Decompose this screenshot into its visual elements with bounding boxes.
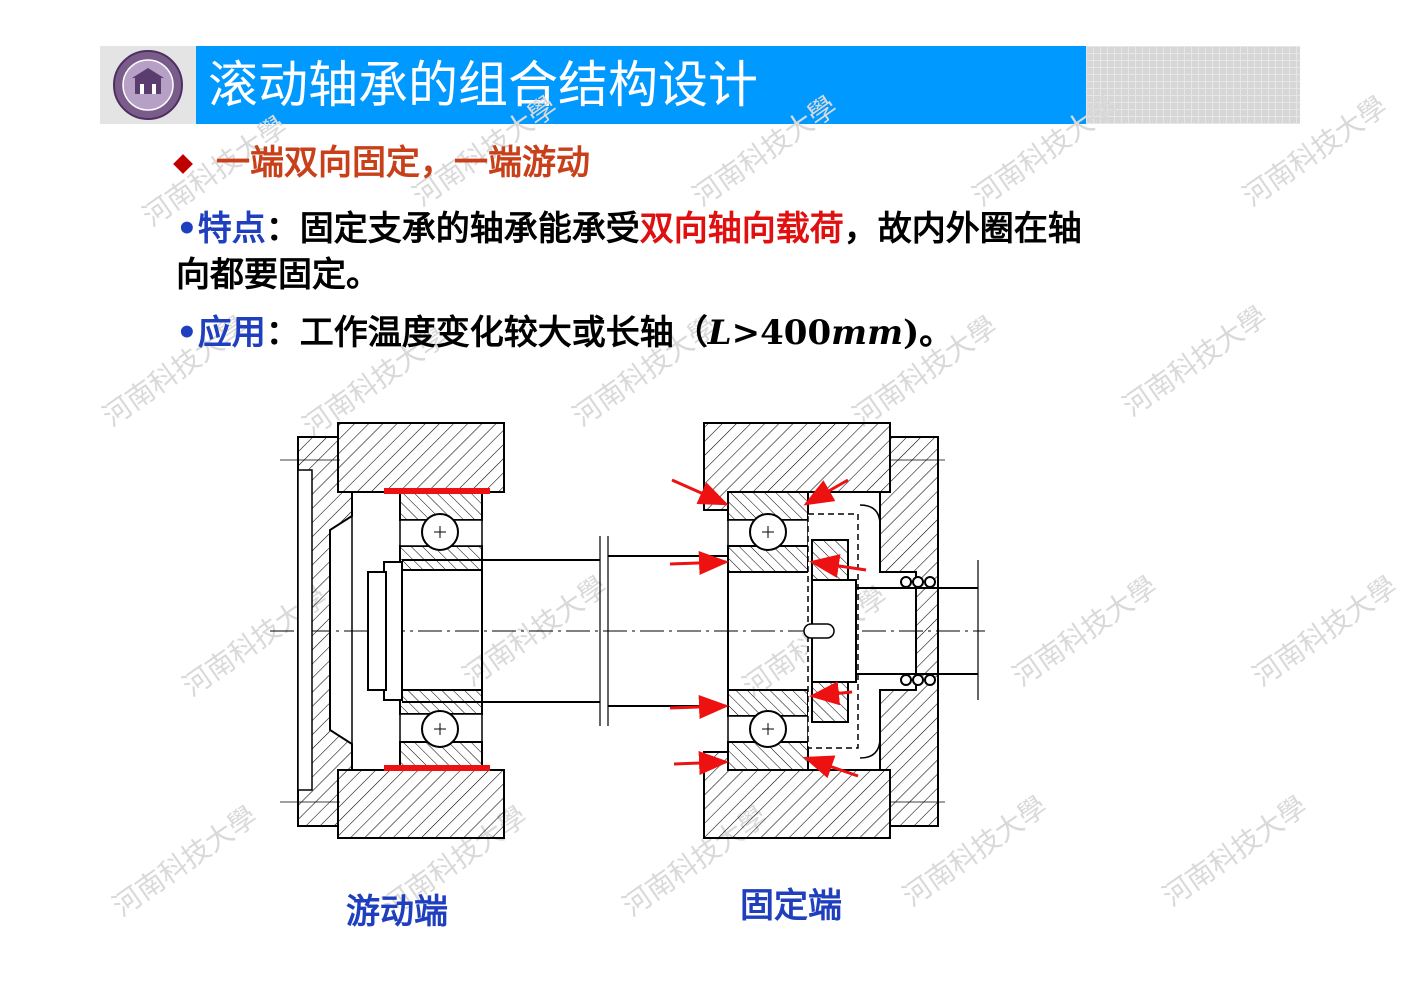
bullet-dot: •: [176, 313, 198, 353]
length-unit: mm: [831, 313, 904, 353]
floating-end-assembly: [297, 422, 505, 839]
application-paragraph: •应用：工作温度变化较大或长轴（L>400mm)。: [176, 310, 953, 356]
seal-ring: [900, 576, 936, 686]
section-heading: 一端双向固定，一端游动: [216, 143, 590, 183]
housing-bottom-left: [337, 769, 505, 839]
application-close: )。: [903, 313, 954, 353]
page-title: 滚动轴承的组合结构设计: [208, 56, 758, 114]
feature-paragraph: •特点：固定支承的轴承能承受双向轴向载荷，故内外圈在轴: [176, 206, 1082, 252]
bullet-dot: •: [176, 209, 198, 249]
feature-text-before: 固定支承的轴承能承受: [299, 209, 640, 249]
application-label: 应用: [197, 313, 266, 353]
feature-paragraph-line2: 向都要固定。: [176, 255, 380, 295]
header-title-band: [196, 46, 1086, 124]
application-colon: ：: [265, 313, 300, 353]
feature-highlight: 双向轴向载荷: [639, 209, 844, 249]
fixed-end-assembly: [669, 422, 979, 839]
floating-end-caption: 游动端: [346, 892, 448, 932]
length-value: >400: [731, 313, 832, 353]
bearing-outer-ring: [727, 491, 809, 521]
length-variable: L: [707, 313, 732, 353]
end-cover-right: [879, 436, 939, 827]
header-pattern: [1086, 46, 1300, 124]
university-logo: [100, 46, 196, 124]
axial-load-arrows: [669, 478, 867, 779]
feature-label: 特点: [197, 209, 266, 249]
application-text: 工作温度变化较大或长轴（: [299, 313, 708, 353]
end-cover-inner: [297, 469, 313, 791]
housing-top-left: [337, 422, 505, 493]
feature-colon: ：: [265, 209, 300, 249]
feature-text-after: ，故内外圈在轴: [843, 209, 1082, 249]
fixed-end-caption: 固定端: [740, 886, 842, 926]
round-nut: [811, 681, 849, 723]
round-nut: [811, 539, 849, 581]
